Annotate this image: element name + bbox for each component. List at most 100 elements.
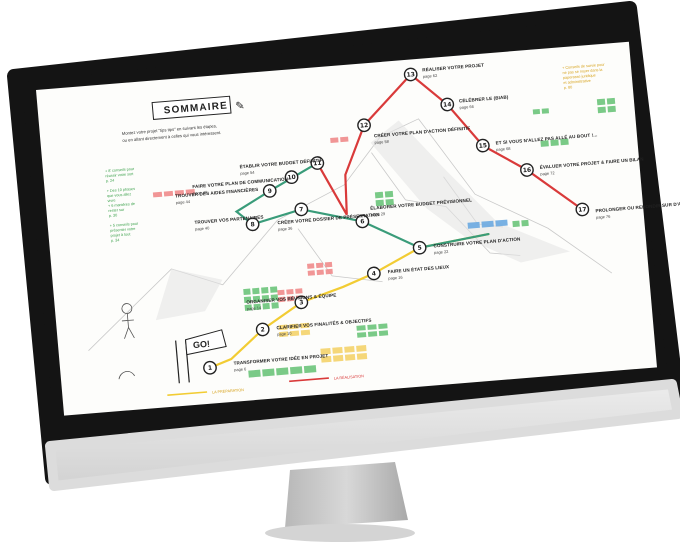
step-node-circle bbox=[294, 295, 309, 310]
sticky-card bbox=[262, 368, 275, 377]
page-title: SOMMAIRE bbox=[163, 100, 228, 116]
sticky-card bbox=[261, 294, 270, 302]
step-node-circle bbox=[440, 97, 455, 112]
step-node-circle bbox=[245, 217, 260, 232]
step-number: 16 bbox=[523, 167, 532, 175]
sticky-card bbox=[606, 97, 616, 105]
step-number: 12 bbox=[360, 122, 369, 130]
sticky-card bbox=[532, 108, 541, 115]
sticky-card bbox=[307, 270, 316, 276]
sticky-card bbox=[597, 106, 606, 114]
legend-preparation: LA PRÉPARATION bbox=[212, 387, 244, 395]
monitor-stand bbox=[265, 462, 415, 542]
monitor-chin bbox=[45, 379, 680, 491]
sticky-card bbox=[278, 331, 289, 338]
side-note-line: p. 34 bbox=[111, 238, 120, 243]
sticky-card bbox=[378, 330, 389, 336]
sticky-card bbox=[467, 221, 480, 229]
sticky-card bbox=[185, 189, 195, 195]
step-node-circle bbox=[284, 170, 299, 185]
sticky-cards bbox=[152, 97, 616, 378]
sticky-card bbox=[252, 287, 260, 295]
sticky-card bbox=[163, 190, 174, 197]
sticky-card bbox=[325, 268, 333, 275]
side-note-line: + 5 conseils pour bbox=[110, 222, 140, 228]
side-note-line: p. 80 bbox=[564, 85, 573, 90]
sticky-card bbox=[356, 352, 368, 360]
step-number: 1 bbox=[208, 365, 213, 372]
step-page-ref: page 10 bbox=[277, 331, 293, 337]
step-page-ref: page 6 bbox=[234, 366, 247, 372]
sticky-card bbox=[286, 288, 294, 295]
sticky-card bbox=[152, 191, 163, 198]
step-page-ref: page 68 bbox=[496, 146, 512, 152]
sticky-card bbox=[321, 355, 332, 363]
sticky-card bbox=[481, 220, 494, 228]
sticky-card bbox=[316, 269, 324, 276]
sticky-card bbox=[262, 302, 270, 310]
sticky-card bbox=[344, 346, 355, 353]
sticky-card bbox=[244, 304, 253, 311]
step-page-ref: page 40 bbox=[195, 225, 211, 231]
step-node-circle bbox=[255, 322, 270, 337]
sticky-card bbox=[243, 288, 251, 296]
step-number: 8 bbox=[250, 221, 255, 228]
sticky-card bbox=[289, 330, 300, 337]
sticky-card bbox=[243, 296, 252, 303]
sticky-card bbox=[270, 286, 278, 293]
side-note-line: paperasse juridique bbox=[563, 73, 596, 80]
sticky-card bbox=[540, 140, 549, 147]
step-label: TROUVER VOS PARTENAIRES bbox=[194, 214, 264, 225]
sticky-card bbox=[303, 365, 317, 374]
sticky-card bbox=[315, 262, 324, 269]
sticky-card bbox=[261, 287, 269, 294]
sticky-card bbox=[375, 199, 385, 207]
sticky-card bbox=[541, 108, 550, 114]
step-node-circle bbox=[403, 67, 418, 82]
sticky-card bbox=[278, 324, 288, 331]
sticky-card bbox=[521, 219, 529, 227]
sticky-card bbox=[286, 295, 295, 302]
step-page-ref: page 29 bbox=[371, 211, 387, 217]
step-page-ref: page 22 bbox=[434, 249, 449, 255]
step-node-circle bbox=[294, 202, 309, 217]
sticky-card bbox=[356, 345, 367, 352]
step-node-circle bbox=[520, 163, 534, 177]
sticky-card bbox=[374, 191, 384, 199]
sticky-card bbox=[300, 322, 310, 329]
sticky-card bbox=[378, 323, 388, 330]
sticky-card bbox=[330, 137, 339, 143]
legend: LA PRÉPARATION LA RÉALISATION bbox=[167, 373, 364, 397]
step-number: 7 bbox=[299, 206, 304, 213]
side-note-line: ne pas se noyer dans la bbox=[562, 68, 603, 75]
side-note-line: + Des 10 phases bbox=[107, 187, 136, 193]
step-number: 6 bbox=[360, 218, 365, 225]
step-node-circle bbox=[203, 360, 217, 375]
step-page-ref: page 72 bbox=[540, 170, 555, 176]
sticky-card bbox=[277, 289, 285, 296]
step-number: 4 bbox=[372, 270, 377, 277]
step-node-circle bbox=[575, 202, 590, 217]
go-flag: GO! bbox=[175, 329, 227, 384]
sticky-card bbox=[289, 366, 303, 375]
sticky-card bbox=[607, 105, 616, 113]
sticky-card bbox=[320, 347, 331, 355]
go-flag-label: GO! bbox=[193, 339, 211, 350]
pencil-icon: ✎ bbox=[235, 99, 245, 113]
sticky-card bbox=[277, 296, 286, 303]
step-node-circle bbox=[310, 156, 325, 170]
sticky-card bbox=[253, 303, 261, 311]
step-number: 2 bbox=[260, 326, 265, 333]
sticky-card bbox=[356, 332, 367, 338]
sommaire-header: SOMMAIRE ✎ Montez votre projet "tips tip… bbox=[122, 95, 245, 143]
step-number: 11 bbox=[313, 160, 322, 168]
sticky-card bbox=[324, 261, 333, 268]
sticky-card bbox=[344, 353, 356, 361]
side-note-line: p. 24 bbox=[106, 179, 115, 184]
sticky-card bbox=[248, 369, 261, 378]
sticky-card bbox=[332, 346, 343, 354]
